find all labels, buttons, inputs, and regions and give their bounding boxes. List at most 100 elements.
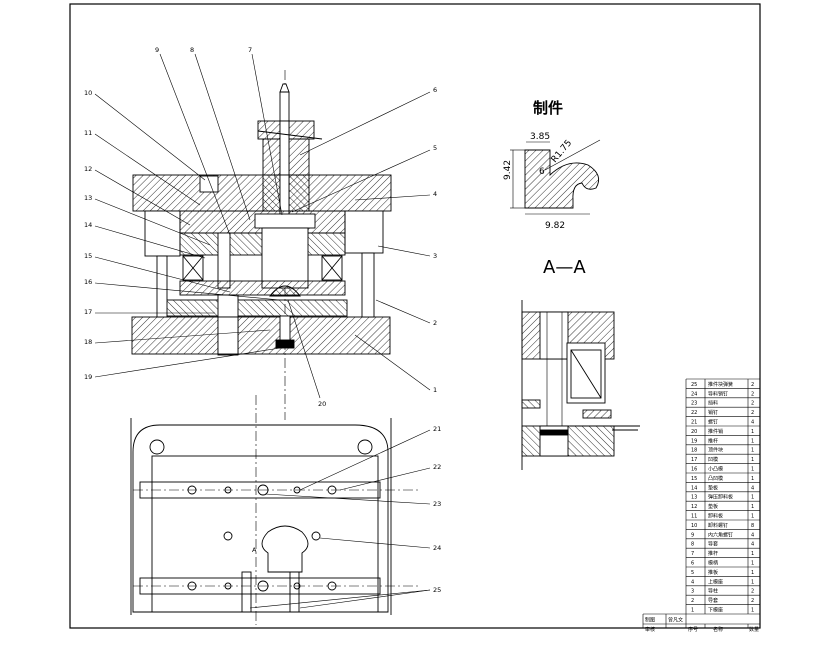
callout-15: 15 [84, 252, 92, 260]
bom-row-name: 下模座 [708, 607, 723, 614]
callout-11: 11 [84, 129, 92, 137]
bom-row-no: 23 [691, 401, 697, 407]
callout-10: 10 [84, 89, 92, 97]
bom-row-qty: 1 [751, 570, 754, 576]
bom-row-name: 推杆 [708, 550, 718, 557]
bom-row-name: 导套 [708, 541, 718, 548]
bom-row-name: 小凸模 [708, 466, 723, 473]
bom-row-qty: 1 [751, 438, 754, 444]
bom-row-no: 16 [691, 467, 697, 473]
designer-label: 制图 [645, 617, 655, 624]
callout-12: 12 [84, 165, 92, 173]
bom-row-name: 卸料螺钉 [708, 522, 728, 529]
callout-19: 19 [84, 373, 92, 381]
bom-row-qty: 4 [751, 532, 754, 538]
checker-label: 审核 [645, 626, 655, 633]
bom-row-qty: 1 [751, 476, 754, 482]
bom-header-qty: 数量 [749, 626, 759, 633]
bom-row-name: 上模座 [708, 578, 723, 585]
callout-25: 25 [433, 586, 441, 594]
bom-row-name: 垫板 [708, 503, 718, 510]
main-assembly-view [131, 70, 392, 420]
bom-row-no: 3 [691, 589, 694, 595]
callout-20: 20 [318, 400, 326, 408]
bom-row-qty: 2 [751, 598, 754, 604]
bom-row-qty: 1 [751, 504, 754, 510]
callout-24: 24 [433, 544, 441, 552]
main-callout-leaders [94, 53, 431, 399]
bom-row-no: 12 [691, 504, 697, 510]
bom-row-name: 推板 [708, 569, 718, 576]
bom-row-no: 14 [691, 485, 697, 491]
bom-row-qty: 1 [751, 448, 754, 454]
section-title: A—A [543, 257, 586, 278]
callout-23: 23 [433, 500, 441, 508]
bom-row-no: 22 [691, 410, 697, 416]
bom-row-no: 4 [691, 579, 694, 585]
bom-row-name: 推件块弹簧 [708, 381, 733, 388]
bom-row-qty: 4 [751, 485, 754, 491]
product-part-view [510, 139, 601, 215]
bom-row-qty: 8 [751, 523, 754, 529]
callout-18: 18 [84, 338, 92, 346]
callout-8: 8 [190, 46, 194, 54]
bom-row-no: 9 [691, 532, 694, 538]
bom-row-name: 凹模 [708, 456, 718, 463]
callout-4: 4 [433, 190, 437, 198]
dimension-inner: 6 [539, 167, 545, 177]
bom-header-name: 名称 [713, 626, 723, 633]
callout-6: 6 [433, 86, 437, 94]
bom-row-qty: 1 [751, 579, 754, 585]
callout-21: 21 [433, 425, 441, 433]
bom-row-no: 1 [691, 608, 694, 614]
callout-17: 17 [84, 308, 92, 316]
bom-row-qty: 1 [751, 457, 754, 463]
bom-row-no: 2 [691, 598, 694, 604]
bom-row-no: 24 [691, 391, 697, 397]
bom-row-no: 5 [691, 570, 694, 576]
bom-row-no: 7 [691, 551, 694, 557]
bom-row-qty: 1 [751, 429, 754, 435]
bom-row-name: 模柄 [708, 560, 718, 567]
plan-view [130, 395, 420, 625]
bom-row-qty: 1 [751, 467, 754, 473]
bom-row-no: 20 [691, 429, 697, 435]
callout-13: 13 [84, 194, 92, 202]
bom-row-no: 11 [691, 514, 697, 520]
product-title: 制件 [533, 99, 563, 117]
bom-row-qty: 2 [751, 589, 754, 595]
dimension-height: 9.42 [503, 160, 513, 180]
callout-22: 22 [433, 463, 441, 471]
dimension-width: 9.82 [545, 221, 565, 231]
bom-row-name: 导料销钉 [708, 390, 728, 397]
callout-14: 14 [84, 221, 92, 229]
bom-row-no: 6 [691, 561, 694, 567]
bom-row-qty: 1 [751, 514, 754, 520]
bom-row-no: 8 [691, 542, 694, 548]
callout-7: 7 [248, 46, 252, 54]
bom-row-qty: 4 [751, 420, 754, 426]
bom-row-qty: 1 [751, 608, 754, 614]
bom-row-no: 18 [691, 448, 697, 454]
callout-1: 1 [433, 386, 437, 394]
bom-row-name: 挡料 [708, 400, 718, 407]
bom-row-no: 19 [691, 438, 697, 444]
bom-row-name: 顶件块 [708, 447, 723, 454]
bom-row-qty: 4 [751, 542, 754, 548]
designer-name: 曾凡文 [668, 617, 683, 624]
bom-row-qty: 2 [751, 382, 754, 388]
bom-row-name: 内六角螺钉 [708, 531, 733, 538]
bom-row-name: 导柱 [708, 588, 718, 595]
bom-row-name: 垫板 [708, 484, 718, 491]
bom-row-name: 凸凹模 [708, 475, 723, 482]
plan-callout-leaders [249, 429, 431, 609]
callout-2: 2 [433, 319, 437, 327]
view-marker: A [252, 546, 257, 554]
bom-row-qty: 2 [751, 401, 754, 407]
section-a-a-view [521, 300, 640, 470]
bom-row-name: 导套 [708, 597, 718, 604]
bom-row-qty: 1 [751, 561, 754, 567]
